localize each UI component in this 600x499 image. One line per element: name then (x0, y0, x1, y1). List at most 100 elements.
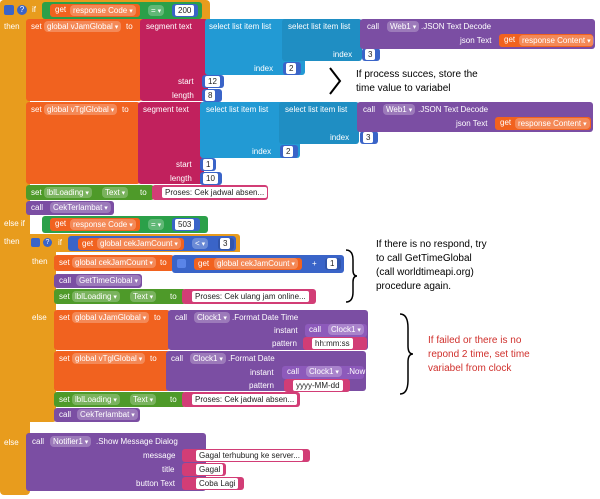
lt-op-dropdown[interactable]: < (192, 238, 209, 249)
inner-if-block[interactable] (26, 234, 56, 422)
vjam-clock-dropdown[interactable]: global vJamGlobal (72, 312, 150, 323)
if-label: if (32, 5, 36, 14)
pattern-label-1: pattern (272, 339, 297, 348)
web1-dropdown-1[interactable]: Web1 (387, 21, 420, 32)
code-200-value[interactable]: 200 (175, 5, 195, 16)
vtgl-var-dropdown[interactable]: global vTglGlobal (44, 104, 118, 115)
now-method-1: .Now (371, 325, 390, 334)
cekterlambat-dropdown-1[interactable]: CekTerlambat (50, 202, 111, 213)
segment-block-2[interactable] (138, 102, 204, 184)
call-label-fdt: call (175, 313, 188, 322)
set-vjam-block[interactable] (26, 19, 142, 101)
select-inner-label-1: select list item list (288, 22, 351, 31)
length-label-2: length (170, 174, 192, 183)
set-label-ll1: set (31, 188, 42, 197)
start-label-1: start (178, 77, 194, 86)
three-value[interactable]: 3 (220, 238, 231, 249)
to-label: to (126, 22, 133, 31)
one-value[interactable]: 1 (327, 258, 338, 269)
get-label-rc1: get (504, 35, 516, 44)
json-decode-method-1: .JSON Text Decode (421, 22, 492, 31)
response-code-dropdown[interactable]: response Code (70, 5, 136, 16)
call-label-fd: call (171, 354, 184, 363)
clock-now-dropdown-1[interactable]: Clock1 (328, 324, 364, 335)
if-block[interactable] (0, 0, 30, 495)
clock-now-dropdown-2[interactable]: Clock1 (306, 366, 342, 377)
cekterlambat-dropdown-2[interactable]: CekTerlambat (77, 409, 138, 420)
pattern-date-value[interactable]: yyyy-MM-dd (293, 380, 343, 391)
web1-dropdown-2[interactable]: Web1 (383, 104, 416, 115)
lblloading-dropdown-3[interactable]: lblLoading (72, 394, 120, 405)
brace-1 (344, 248, 358, 304)
call-label-notif: call (32, 437, 45, 446)
set-vtgl-block[interactable] (26, 102, 140, 184)
annotation-3-line2: repond 2 time, set time (428, 349, 530, 360)
call-label-now2: call (287, 367, 300, 376)
gear-icon[interactable] (4, 5, 14, 15)
inner-else-label: else (32, 313, 47, 322)
annotation-2-line4: procedure again. (376, 281, 452, 292)
code-503-value[interactable]: 503 (175, 219, 195, 230)
gear-icon-inner[interactable] (31, 238, 40, 247)
text-prop-dropdown-2[interactable]: Text (130, 291, 157, 302)
text-prop-dropdown-1[interactable]: Text (102, 187, 129, 198)
text-prop-dropdown-3[interactable]: Text (130, 394, 157, 405)
button-text-label: button Text (136, 479, 175, 488)
annotation-2-line2: to call GetTimeGlobal (376, 253, 472, 264)
annotation-1-line1: If process succes, store the (356, 69, 478, 80)
inner-then-label: then (32, 257, 48, 266)
eq-op-dropdown-503[interactable]: = (148, 219, 165, 230)
index-inner-value-2[interactable]: 3 (363, 132, 374, 143)
segment-label-2: segment text (143, 105, 189, 114)
index-inner-label-1: index (333, 50, 353, 59)
length-value-2[interactable]: 10 (203, 173, 218, 184)
loading-text-1[interactable]: Proses: Cek jadwal absen... (162, 187, 268, 198)
annotation-3-line3: variabel from clock (428, 363, 512, 374)
loading-text-3[interactable]: Proses: Cek jadwal absen... (192, 394, 298, 405)
response-content-dropdown-1[interactable]: response Content (519, 35, 594, 46)
select-inner-1[interactable] (282, 19, 362, 61)
cekjamcount-dropdown-2[interactable]: global cekJamCount (214, 258, 298, 269)
set-label-cjc: set (59, 258, 70, 267)
segment-block-1[interactable] (140, 19, 208, 101)
elseif-label: else if (4, 219, 25, 228)
response-code-dropdown-503[interactable]: response Code (70, 219, 136, 230)
index-inner-value-1[interactable]: 3 (365, 49, 376, 60)
vtgl-clock-dropdown[interactable]: global vTglGlobal (72, 353, 146, 364)
brace-2 (398, 312, 414, 396)
cekjamcount-dropdown[interactable]: global cekJamCount (97, 238, 181, 249)
length-value-1[interactable]: 8 (205, 90, 216, 101)
to-label-cjc: to (160, 258, 167, 267)
call-label-2: call (363, 105, 376, 114)
message-value[interactable]: Gagal terhubung ke server... (196, 450, 303, 461)
clock-dropdown-2[interactable]: Clock1 (190, 353, 226, 364)
help-icon[interactable]: ? (17, 5, 27, 15)
response-content-dropdown-2[interactable]: response Content (515, 118, 590, 129)
clock-dropdown-1[interactable]: Clock1 (194, 312, 230, 323)
start-value-2[interactable]: 1 (203, 159, 214, 170)
index-label-2: index (252, 147, 272, 156)
json-decode-method-2: .JSON Text Decode (418, 105, 489, 114)
select-outer-label-2: select list item list (206, 105, 269, 114)
title-value[interactable]: Gagal (196, 464, 224, 475)
help-icon-inner[interactable]: ? (43, 238, 52, 247)
set-cekjamcount-dropdown[interactable]: global cekJamCount (72, 257, 156, 268)
start-value-1[interactable]: 12 (205, 76, 220, 87)
lblloading-dropdown-1[interactable]: lblLoading (44, 187, 92, 198)
select-inner-2[interactable] (279, 102, 359, 144)
vjam-var-dropdown[interactable]: global vJamGlobal (44, 21, 122, 32)
index-outer-value-1[interactable]: 2 (286, 63, 297, 74)
inner-if-label: if (58, 238, 62, 247)
button-value[interactable]: Coba Lagi (196, 478, 239, 489)
lblloading-dropdown-2[interactable]: lblLoading (72, 291, 120, 302)
pattern-time-value[interactable]: hh:mm:ss (312, 338, 353, 349)
index-outer-value-2[interactable]: 2 (283, 146, 294, 157)
eq-op-dropdown[interactable]: = (148, 5, 165, 16)
loading-text-2[interactable]: Proses: Cek ulang jam online... (192, 291, 309, 302)
gettimeglobal-dropdown[interactable]: GetTimeGlobal (76, 275, 141, 286)
notifier-dropdown[interactable]: Notifier1 (50, 436, 92, 447)
to-label-2: to (122, 105, 129, 114)
pattern-label-2: pattern (249, 381, 274, 390)
gear-icon-plus[interactable] (177, 259, 186, 268)
show-dialog-method: .Show Message Dialog (96, 437, 178, 446)
